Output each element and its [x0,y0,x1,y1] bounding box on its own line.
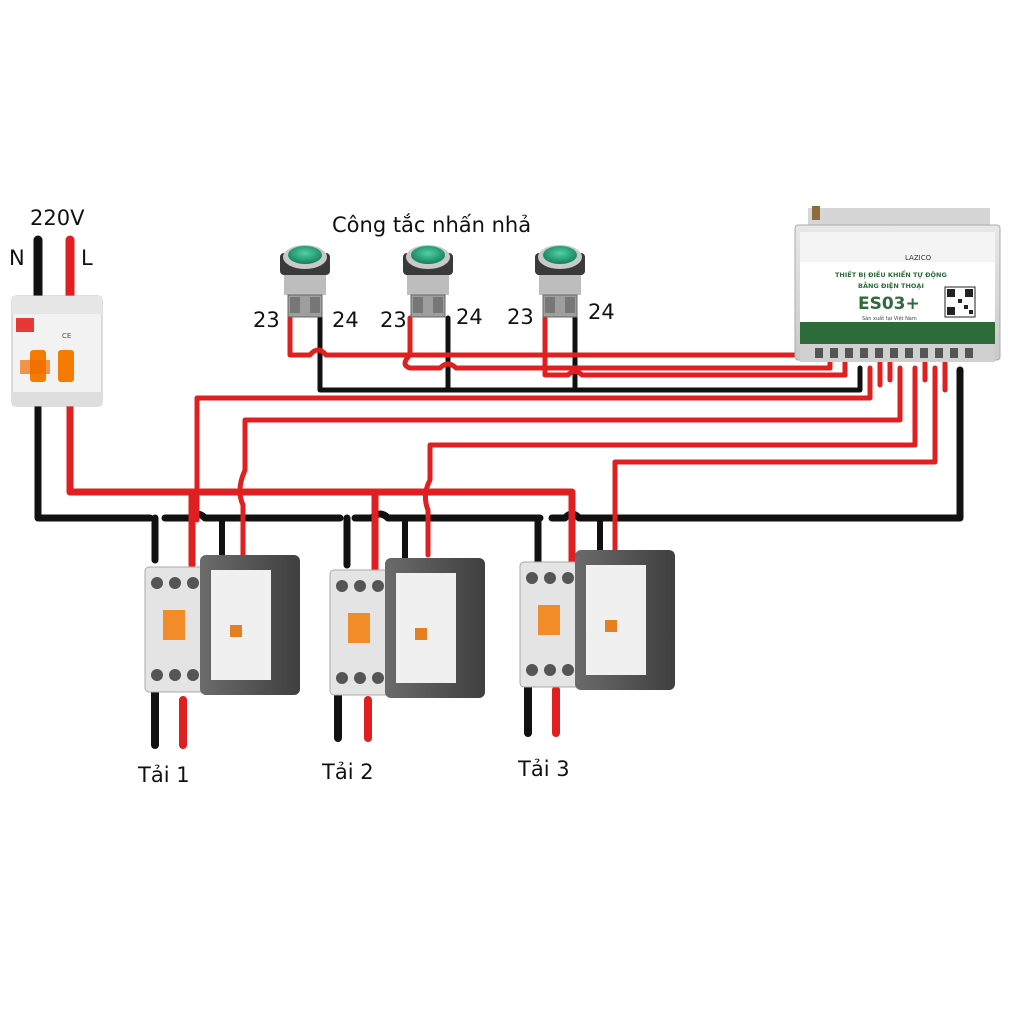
push-button-1[interactable] [280,245,330,318]
button-1-terminal-right: 24 [332,308,359,332]
push-button-2[interactable] [403,245,453,318]
supply-voltage: 220V [30,206,85,230]
contactor-2 [329,558,485,698]
green-button-cap-icon [288,246,322,264]
breaker-toggle-right[interactable] [58,350,74,382]
live-bus [66,396,576,574]
button-3-terminal-left: 23 [507,305,534,329]
controller-line1: THIẾT BỊ ĐIỀU KHIỂN TỰ ĐỘNG [835,269,947,279]
controller-model: ES03+ [858,294,920,314]
controller-es03: LAZICO THIẾT BỊ ĐIỀU KHIỂN TỰ ĐỘNG BẰNG … [794,206,1001,362]
neutral-label: N [9,246,25,270]
contactor-1 [144,555,300,695]
load-1-label: Tải 1 [138,763,190,787]
qr-code-icon [944,286,976,318]
circuit-breaker: CE [11,295,103,407]
push-button-title: Công tắc nhấn nhả [332,213,532,237]
contactor-3 [519,550,675,690]
button-2-terminal-left: 23 [380,308,407,332]
load-2-label: Tải 2 [322,760,374,784]
controller-brand: LAZICO [905,254,932,262]
button-3-terminal-right: 24 [588,300,615,324]
green-button-cap-icon [411,246,445,264]
live-label: L [81,246,93,270]
controller-made-in: Sản xuất tại Việt Nam [862,315,917,322]
button-1-terminal-left: 23 [253,308,280,332]
green-button-cap-icon [543,246,577,264]
push-button-3[interactable] [535,245,585,318]
svg-text:CE: CE [62,332,71,340]
load-3-label: Tải 3 [518,757,570,781]
button-2-terminal-right: 24 [456,305,483,329]
controller-line2: BẰNG ĐIỆN THOẠI [858,280,924,290]
